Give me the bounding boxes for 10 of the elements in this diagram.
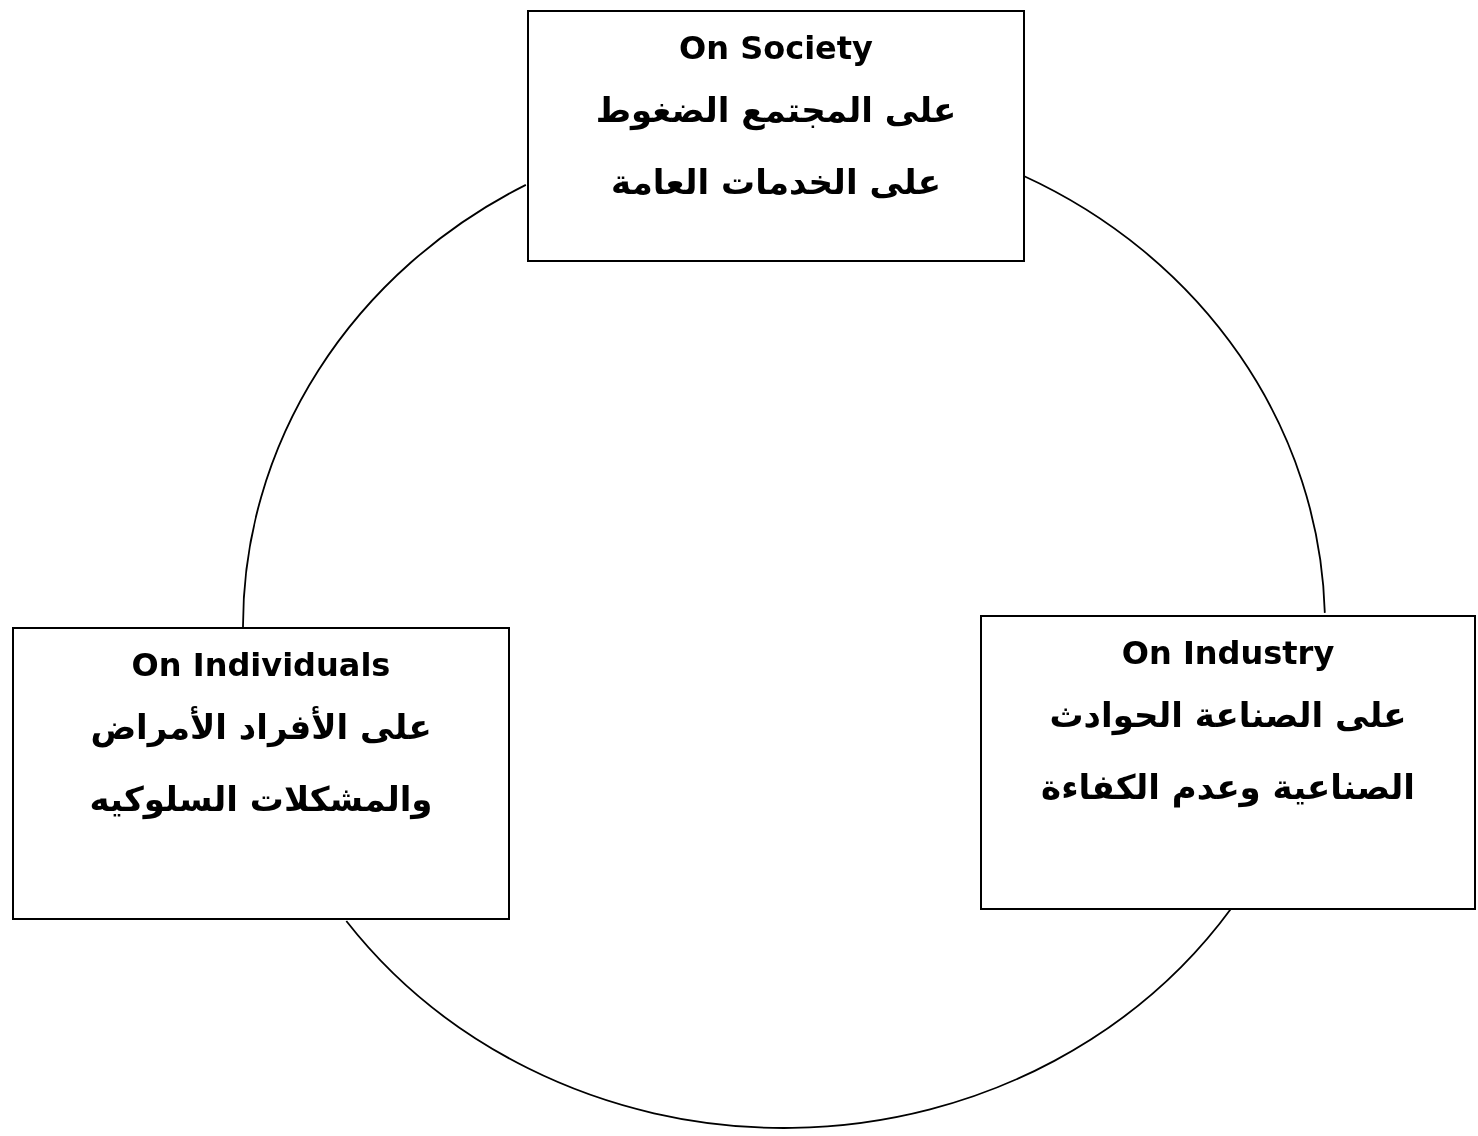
box-text: على المجتمع الضغوط على الخدمات العامة: [594, 89, 958, 204]
box-heading: On Individuals: [131, 645, 391, 686]
box-text: على الأفراد الأمراض والمشكلات السلوكيه: [88, 705, 434, 822]
text-box: [527, 10, 1025, 262]
box-heading: On Industry: [1121, 633, 1335, 674]
connector-arc: [242, 183, 527, 630]
box-text: على الصناعة الحوادث الصناعية وعدم الكفاءة: [1040, 694, 1416, 810]
text-box: [980, 615, 1476, 910]
box-heading: On Society: [679, 28, 873, 69]
text-box: [12, 627, 510, 920]
